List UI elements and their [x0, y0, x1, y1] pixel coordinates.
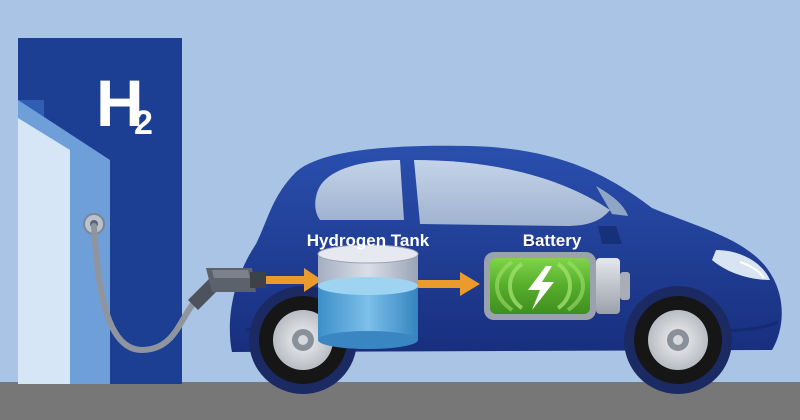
- car-headlight: [712, 250, 770, 280]
- hydrogen-tank: [317, 244, 419, 349]
- fuel-nozzle-icon: [188, 268, 266, 310]
- hydrogen-tank-label: Hydrogen Tank: [307, 231, 430, 250]
- station-highlight-panel: [18, 118, 70, 384]
- hydrogen-station: H 2: [18, 38, 182, 384]
- flow-arrow-tank-to-battery: [418, 272, 480, 296]
- flow-arrow-nozzle-to-tank: [266, 268, 322, 292]
- battery: [484, 252, 630, 320]
- car-rear-window: [315, 160, 404, 220]
- station-h2-label: H: [96, 66, 144, 140]
- lightning-bolt-icon: [528, 266, 554, 310]
- car-mirror: [598, 226, 622, 244]
- front-wheel: [624, 286, 732, 394]
- fuel-hose: [91, 223, 199, 354]
- battery-label: Battery: [523, 231, 582, 250]
- car-windshield-edge: [596, 186, 628, 216]
- car-door-handle: [526, 240, 548, 246]
- station-h2-subscript: 2: [134, 104, 153, 142]
- car-front-window: [414, 160, 610, 226]
